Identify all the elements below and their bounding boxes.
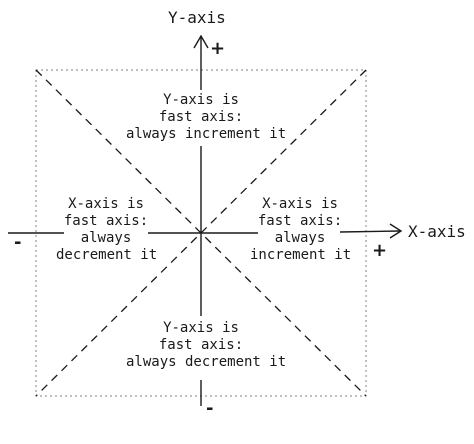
y-axis-title: Y-axis	[168, 8, 226, 27]
x-axis-minus-sign: -	[14, 232, 22, 253]
y-axis-plus-sign: +	[210, 38, 226, 59]
region-label-bottom: Y-axis is fast axis: always decrement it	[126, 320, 287, 370]
y-axis-arrowhead	[193, 34, 209, 49]
region-label-left: X-axis is fast axis: always decrement it	[56, 196, 158, 263]
region-label-top: Y-axis is fast axis: always increment it	[126, 92, 287, 142]
x-axis-right	[339, 230, 401, 233]
x-axis-arrowhead	[389, 223, 403, 239]
region-label-right: X-axis is fast axis: always increment it	[250, 196, 352, 263]
x-axis-title: X-axis	[408, 222, 466, 241]
y-axis-minus-sign: -	[206, 398, 214, 419]
x-axis-plus-sign: +	[372, 240, 388, 261]
